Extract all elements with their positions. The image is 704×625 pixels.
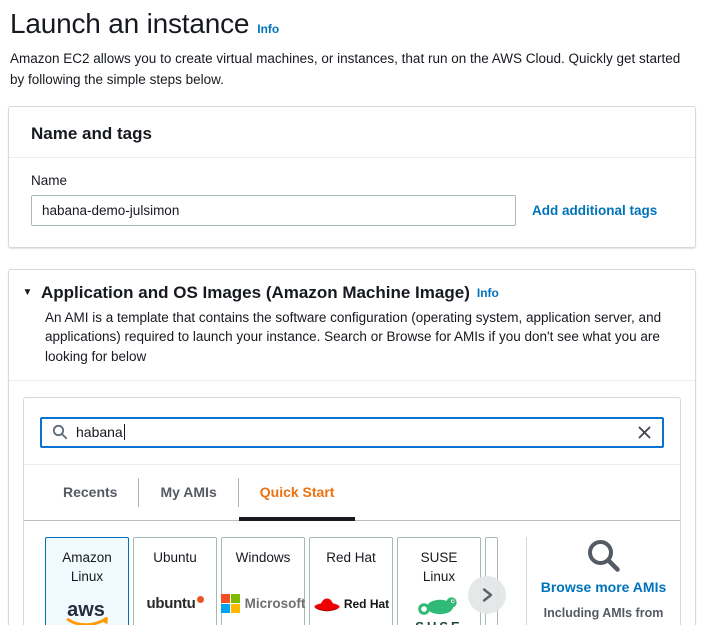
ami-section-title: Application and OS Images (Amazon Machin…	[41, 283, 470, 303]
svg-text:aws: aws	[67, 599, 105, 621]
instance-name-input[interactable]	[31, 195, 516, 226]
ami-chooser-panel: habana Recents	[23, 397, 681, 625]
page-description: Amazon EC2 allows you to create virtual …	[10, 49, 694, 91]
x-icon	[637, 425, 652, 440]
tab-quick-start[interactable]: Quick Start	[239, 465, 356, 520]
clear-search-button[interactable]	[637, 425, 652, 440]
ami-tabs: Recents My AMIs Quick Start	[24, 465, 680, 521]
os-card-title: Red Hat	[320, 538, 382, 568]
os-card-suse-linux[interactable]: SUSE Linux SUSE	[397, 537, 481, 625]
scroll-next-button[interactable]	[468, 576, 506, 614]
os-card-list: Amazon Linux aws Ubuntu	[24, 521, 680, 625]
name-and-tags-title: Name and tags	[31, 124, 673, 144]
os-card-title: Windows	[230, 538, 297, 568]
redhat-logo-icon: Red Hat	[313, 596, 389, 612]
text-cursor	[124, 424, 125, 440]
os-card-amazon-linux[interactable]: Amazon Linux aws	[45, 537, 129, 625]
ubuntu-logo-icon: ubuntu	[146, 595, 203, 613]
chevron-right-icon	[480, 587, 494, 603]
microsoft-logo-icon: Microsoft	[221, 594, 306, 613]
browse-more-amis-link[interactable]: Browse more AMIs	[541, 579, 667, 595]
os-card-red-hat[interactable]: Red Hat Red Hat	[309, 537, 393, 625]
ami-section-description: An AMI is a template that contains the s…	[45, 308, 683, 367]
os-card-windows[interactable]: Windows Microsoft	[221, 537, 305, 625]
name-and-tags-card: Name and tags Name Add additional tags	[8, 106, 696, 248]
add-additional-tags-link[interactable]: Add additional tags	[532, 203, 657, 218]
browse-more-amis-area: Browse more AMIs Including AMIs from AWS…	[527, 537, 680, 625]
browse-more-amis-description: Including AMIs from AWS, Marketplace and…	[528, 604, 680, 625]
search-value: habana	[76, 424, 123, 440]
os-card-title: Ubuntu	[147, 538, 203, 568]
suse-logo-icon: SUSE	[415, 594, 462, 625]
ami-section-card: ▼ Application and OS Images (Amazon Mach…	[8, 269, 696, 625]
name-field-label: Name	[31, 173, 673, 188]
search-icon	[52, 424, 68, 440]
ami-search-input[interactable]: habana	[40, 417, 664, 448]
aws-logo-icon: aws	[61, 598, 113, 625]
section-collapse-icon[interactable]: ▼	[21, 287, 34, 298]
page-title: Launch an instance	[10, 8, 249, 40]
os-card-title: SUSE Linux	[398, 538, 480, 587]
page-info-link[interactable]: Info	[257, 22, 279, 36]
tab-my-amis[interactable]: My AMIs	[139, 465, 237, 520]
os-card-title: Amazon Linux	[46, 538, 128, 587]
os-card-ubuntu[interactable]: Ubuntu ubuntu	[133, 537, 217, 625]
page-header: Launch an instance Info Amazon EC2 allow…	[0, 0, 704, 91]
ami-info-link[interactable]: Info	[477, 286, 499, 300]
tab-recents[interactable]: Recents	[42, 465, 138, 520]
browse-search-icon	[586, 538, 622, 574]
